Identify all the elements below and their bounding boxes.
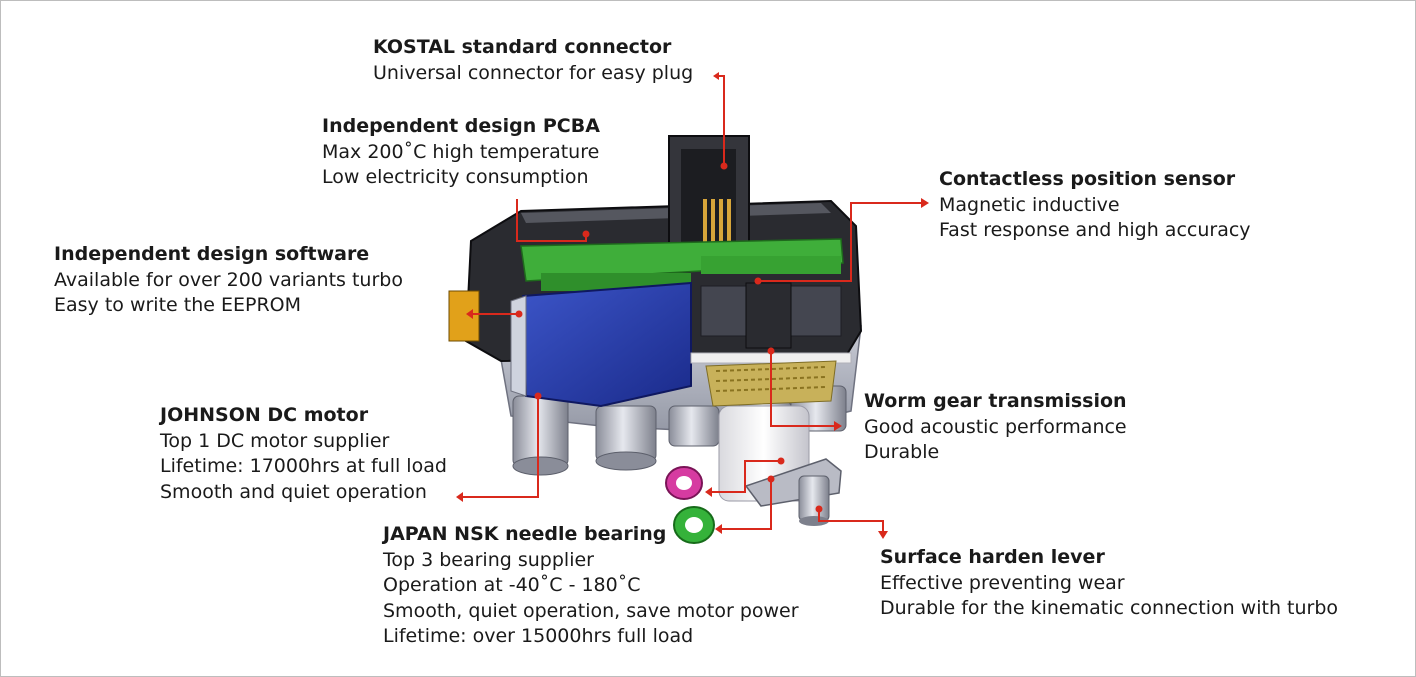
- callout-pcba-title: Independent design PCBA: [322, 115, 600, 137]
- callout-sensor-line: Fast response and high accuracy: [939, 219, 1251, 242]
- leader-sensor: [758, 202, 923, 282]
- callout-pcba-line: Low electricity consumption: [322, 166, 589, 189]
- callout-bearing-title: JAPAN NSK needle bearing: [383, 523, 667, 545]
- callout-software-line: Easy to write the EEPROM: [54, 294, 301, 317]
- callout-pcba-line: Max 200˚C high temperature: [322, 140, 600, 163]
- arrowhead-bearing-2: [715, 524, 722, 534]
- callout-bearing-line: Lifetime: over 15000hrs full load: [383, 625, 694, 648]
- callout-bearing-line: Operation at -40˚C - 180˚C: [383, 574, 641, 597]
- leader-lines: [461, 75, 923, 533]
- callout-sensor: Contactless position sensor Magnetic ind…: [939, 167, 1251, 244]
- arrowhead-kostal: [713, 72, 719, 80]
- callout-bearing-line: Smooth, quiet operation, save motor powe…: [383, 599, 799, 622]
- leader-bearing-2: [721, 479, 772, 530]
- arrowhead-software: [466, 309, 473, 319]
- callout-lever-line: Effective preventing wear: [880, 571, 1125, 594]
- leader-bearing-1: [710, 460, 781, 493]
- callout-lever-title: Surface harden lever: [880, 546, 1105, 568]
- callout-sensor-title: Contactless position sensor: [939, 168, 1236, 190]
- callout-motor: JOHNSON DC motor Top 1 DC motor supplier…: [160, 403, 447, 505]
- leader-arrowheads: [456, 72, 929, 539]
- callout-lever: Surface harden lever Effective preventin…: [880, 545, 1338, 622]
- callout-worm-line: Good acoustic performance: [864, 415, 1127, 438]
- connector-tower: [668, 135, 750, 257]
- callout-motor-line: Smooth and quiet operation: [160, 480, 427, 503]
- dc-motor: [510, 281, 692, 408]
- bearing-green: [673, 506, 715, 544]
- callout-sensor-line: Magnetic inductive: [939, 193, 1120, 216]
- leader-dots: [515, 162, 823, 513]
- arrowhead-sensor: [921, 198, 929, 208]
- callout-worm-title: Worm gear transmission: [864, 390, 1127, 412]
- callout-motor-title: JOHNSON DC motor: [160, 404, 369, 426]
- leader-motor: [461, 396, 539, 498]
- callout-motor-line: Lifetime: 17000hrs at full load: [160, 455, 447, 478]
- callout-worm-line: Durable: [864, 441, 940, 464]
- callout-software: Independent design software Available fo…: [54, 242, 403, 319]
- callout-kostal-line: Universal connector for easy plug: [373, 61, 694, 84]
- leader-kostal: [717, 75, 725, 166]
- callout-kostal: KOSTAL standard connector Universal conn…: [373, 35, 693, 86]
- callout-software-line: Available for over 200 variants turbo: [54, 268, 403, 291]
- callout-software-title: Independent design software: [54, 243, 370, 265]
- gearbox: [690, 282, 852, 407]
- callout-pcba: Independent design PCBA Max 200˚C high t…: [322, 114, 600, 191]
- callout-worm: Worm gear transmission Good acoustic per…: [864, 389, 1127, 466]
- callout-lever-line: Durable for the kinematic connection wit…: [880, 597, 1339, 620]
- callout-bearing-line: Top 3 bearing supplier: [383, 548, 594, 571]
- leader-worm: [770, 351, 836, 427]
- arrowhead-worm: [834, 421, 842, 431]
- leader-lever: [818, 509, 884, 533]
- callout-motor-line: Top 1 DC motor supplier: [160, 429, 390, 452]
- arrowhead-bearing-1: [705, 487, 712, 497]
- callout-bearing: JAPAN NSK needle bearing Top 3 bearing s…: [383, 522, 799, 650]
- arrowhead-motor: [456, 492, 463, 502]
- bearing-magenta: [665, 466, 703, 500]
- callout-kostal-title: KOSTAL standard connector: [373, 36, 672, 58]
- arrowhead-lever: [878, 531, 888, 539]
